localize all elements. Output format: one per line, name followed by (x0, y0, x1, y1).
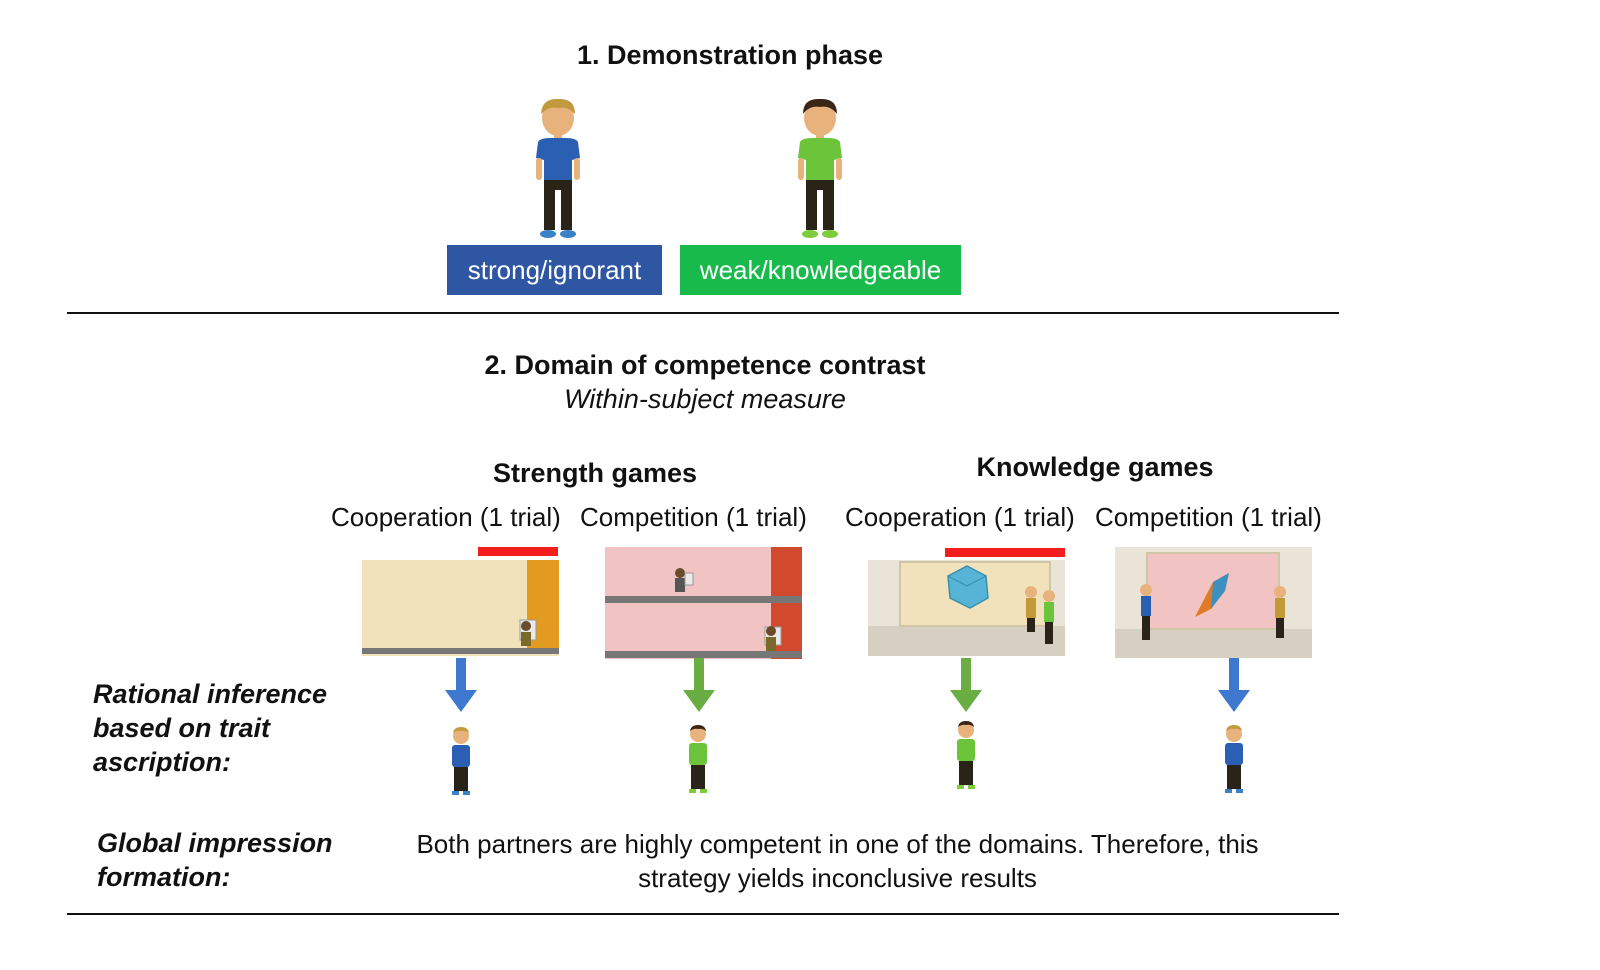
rational-line: based on trait (93, 713, 271, 743)
global-text-line: strategy yields inconclusive results (638, 863, 1037, 893)
condition-label: Cooperation (1 trial) (845, 502, 1075, 532)
condition-label: Competition (1 trial) (580, 502, 807, 532)
down-arrow-icon (443, 658, 479, 714)
divider-bottom (67, 913, 1339, 915)
divider-top (67, 312, 1339, 314)
rational-line: Rational inference (93, 679, 328, 709)
rational-line: ascription: (93, 747, 232, 777)
down-arrow-icon (948, 658, 984, 714)
global-impression-label: Global impression formation: (97, 826, 377, 894)
strength-cooperation-scene (362, 560, 559, 656)
global-impression-text: Both partners are highly competent in on… (370, 827, 1305, 895)
strong-ignorant-label: strong/ignorant (447, 245, 662, 295)
strength-games-title: Strength games (492, 458, 698, 488)
weak-knowledgeable-label: weak/knowledgeable (680, 245, 961, 295)
strength-competition-scene (605, 547, 802, 659)
partner-weak-figure (953, 721, 979, 793)
down-arrow-icon (1216, 658, 1252, 714)
phase2-subtitle: Within-subject measure (564, 384, 846, 414)
phase2-title: 2. Domain of competence contrast (484, 350, 926, 380)
down-arrow-icon (681, 658, 717, 714)
partner-strong-figure (1221, 725, 1247, 797)
condition-label: Cooperation (1 trial) (331, 502, 561, 532)
red-bar (478, 547, 558, 556)
rational-inference-label: Rational inference based on trait ascrip… (93, 677, 373, 779)
phase1-title: 1. Demonstration phase (576, 40, 884, 70)
knowledge-games-title: Knowledge games (976, 452, 1214, 482)
strong-ignorant-character (528, 96, 588, 242)
knowledge-competition-scene (1115, 547, 1312, 658)
weak-knowledgeable-character (790, 96, 850, 242)
global-line: formation: (97, 862, 231, 892)
condition-label: Competition (1 trial) (1095, 502, 1322, 532)
partner-strong-figure (448, 727, 474, 799)
red-bar (945, 548, 1065, 557)
global-text-line: Both partners are highly competent in on… (416, 829, 1259, 859)
partner-weak-figure (685, 725, 711, 797)
global-line: Global impression (97, 828, 333, 858)
knowledge-cooperation-scene (868, 560, 1065, 656)
